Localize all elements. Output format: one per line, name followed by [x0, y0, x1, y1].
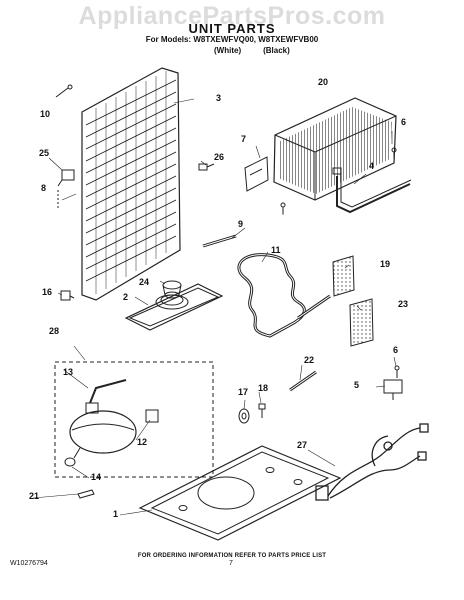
drain-tube-9	[202, 234, 237, 248]
document-number: W10276794	[10, 560, 48, 567]
grommet-17	[238, 408, 250, 424]
callout-21: 21	[29, 491, 40, 501]
callout-14: 14	[91, 472, 102, 482]
foam-block-19	[332, 255, 355, 297]
clip-21	[77, 489, 95, 499]
callout-19: 19	[380, 259, 391, 269]
callout-28: 28	[49, 326, 60, 336]
watermark: AppliancePartsPros.com	[78, 2, 386, 30]
assembly-group-28	[54, 361, 214, 478]
callout-25: 25	[39, 148, 50, 158]
callout-6-relay: 6	[393, 345, 399, 355]
callout-24: 24	[139, 277, 150, 287]
cup-24	[162, 280, 182, 299]
callout-13: 13	[63, 367, 74, 377]
base-plate-1	[138, 445, 342, 541]
screw-26	[198, 163, 215, 171]
callout-22: 22	[304, 355, 315, 365]
callout-4: 4	[369, 161, 375, 171]
compressor-assembly	[64, 379, 159, 467]
screw-6-upper	[391, 147, 397, 159]
callout-11: 11	[271, 245, 281, 255]
page-number: 7	[229, 560, 233, 567]
callout-27: 27	[297, 440, 308, 450]
foam-block-23	[349, 298, 374, 347]
clip-16	[60, 290, 75, 301]
callout-8: 8	[41, 183, 47, 193]
condenser-coil	[81, 67, 181, 301]
callout-20: 20	[318, 77, 329, 87]
callout-23: 23	[398, 299, 409, 309]
models-line: For Models: W8TXEWFVQ00, W8TXEWFVB00	[145, 35, 319, 44]
wire-harness-27	[315, 423, 429, 501]
screw-6-lower	[280, 202, 286, 214]
heater-4	[332, 167, 412, 214]
variant-black: (Black)	[263, 46, 290, 55]
screw-6-relay	[394, 365, 400, 378]
callout-9: 9	[238, 219, 244, 229]
callout-26: 26	[214, 152, 225, 162]
screw-10	[55, 84, 73, 98]
coiled-tubing-11	[237, 253, 331, 338]
callout-10: 10	[40, 109, 51, 119]
callout-7: 7	[241, 134, 247, 144]
callout-12: 12	[137, 437, 148, 447]
callout-5: 5	[354, 380, 360, 390]
ordering-note: FOR ORDERING INFORMATION REFER TO PARTS …	[137, 553, 327, 559]
callout-2: 2	[123, 292, 129, 302]
tube-22	[289, 370, 317, 392]
color-variants: (White) (Black)	[214, 46, 312, 55]
relay-5	[383, 379, 403, 400]
screw-18	[258, 403, 266, 418]
drain-pan-2	[124, 283, 224, 331]
callout-17: 17	[238, 387, 249, 397]
callout-6-upper: 6	[401, 117, 407, 127]
variant-white: (White)	[214, 46, 242, 55]
diagram-title: UNIT PARTS	[188, 21, 276, 36]
leader-lines	[32, 98, 397, 516]
callout-3: 3	[216, 93, 222, 103]
bracket-7	[244, 156, 269, 192]
mounting-clip-25	[57, 169, 75, 210]
callout-16: 16	[42, 287, 53, 297]
finned-coil-assembly	[273, 97, 397, 201]
callout-18: 18	[258, 383, 269, 393]
callout-1: 1	[113, 509, 119, 519]
